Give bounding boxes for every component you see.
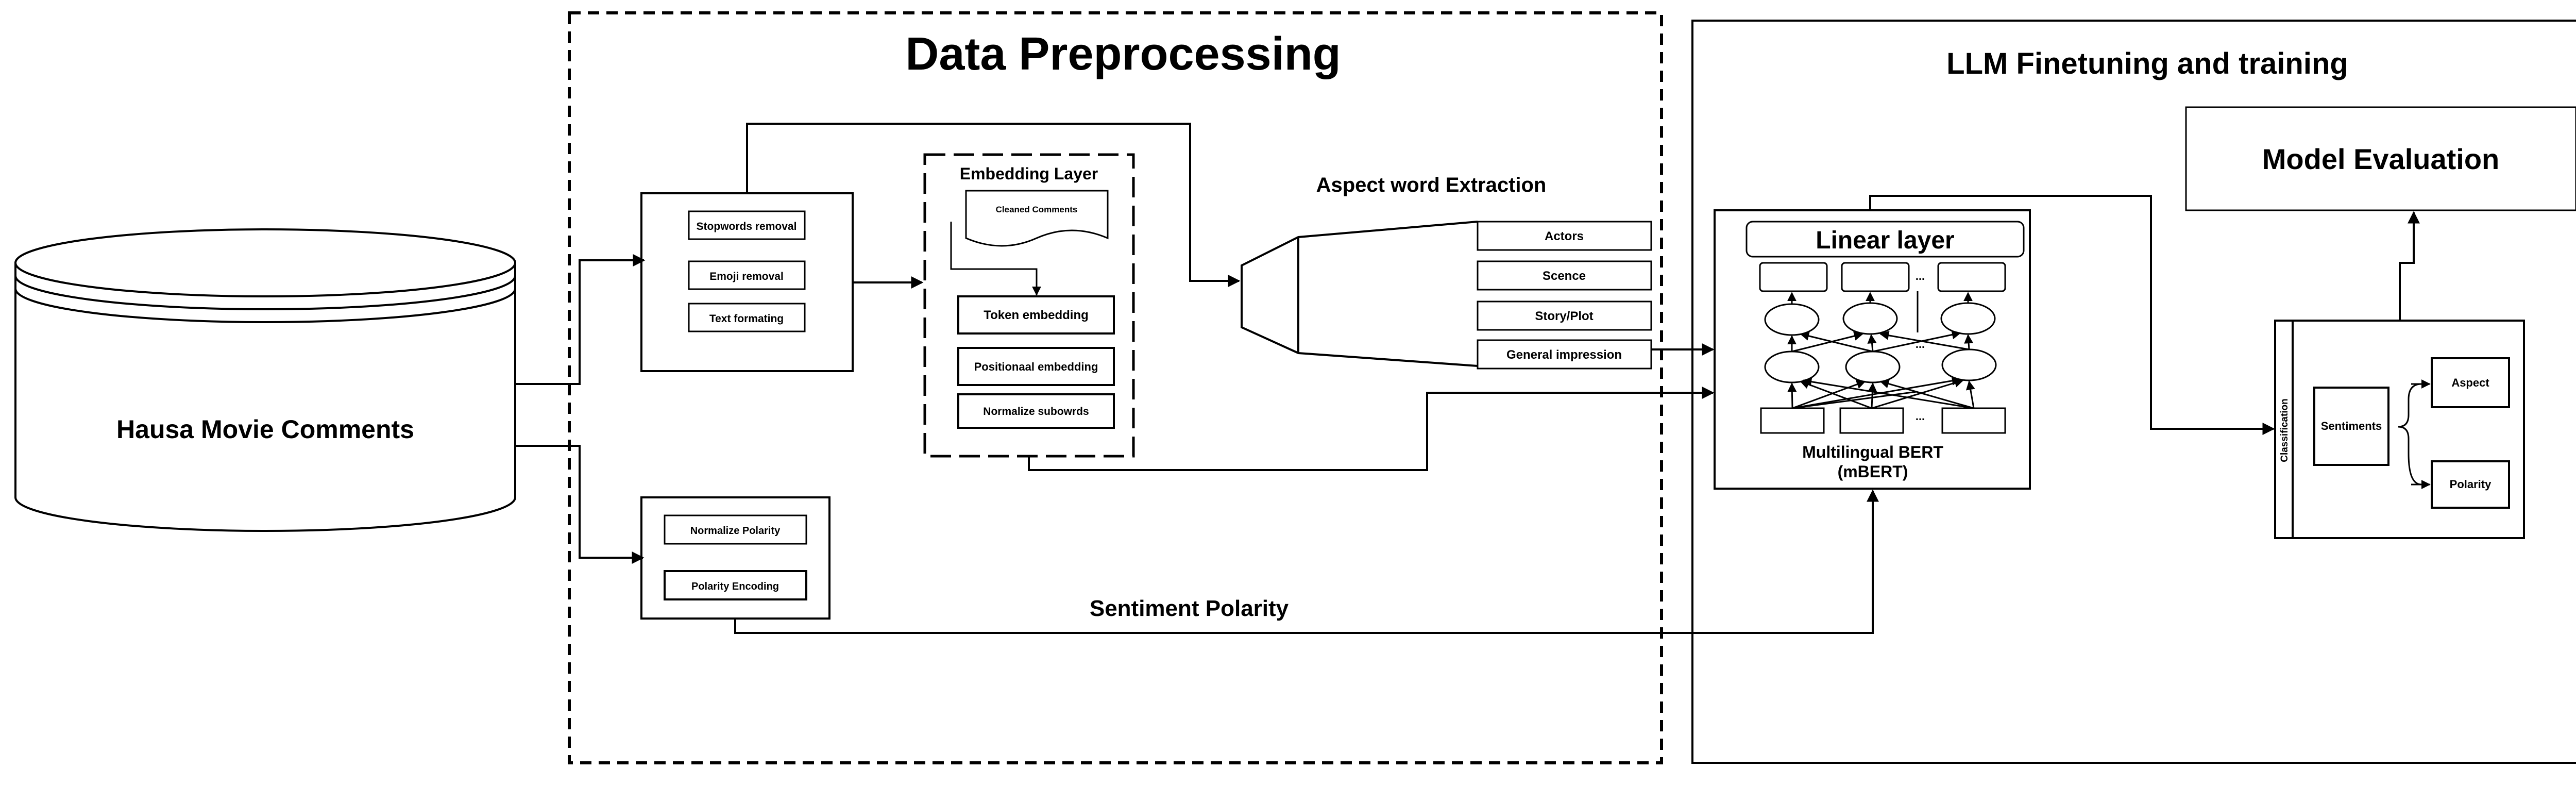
model-evaluation-title: Model Evaluation <box>2262 143 2500 175</box>
dataset-to-cleaning-arrow <box>515 254 646 385</box>
document-label: Cleaned Comments <box>996 205 1078 214</box>
embedding-step <box>957 295 1115 335</box>
mbert-label: (mBERT) <box>1838 462 1908 481</box>
neural-network-icon <box>1759 262 2006 434</box>
linear-layer <box>1745 221 2025 258</box>
sentiments-box <box>2313 387 2389 466</box>
document-to-token-arrow <box>950 222 1041 296</box>
sentiments-label: Sentiments <box>2321 420 2382 432</box>
embedding-layer-title: Embedding Layer <box>960 164 1098 183</box>
mbert-to-classification-arrow <box>1869 195 2275 435</box>
aspect-funnel <box>1241 221 1478 367</box>
aspect-item <box>1477 221 1652 251</box>
aspect-output-label: Aspect <box>2451 376 2489 389</box>
polarity-output-label: Polarity <box>2450 478 2492 491</box>
polarity-to-mbert-arrow <box>734 489 1879 634</box>
model-evaluation-box <box>2185 106 2576 211</box>
aspect-item-label: Scence <box>1543 269 1586 283</box>
polarity-step <box>664 570 807 600</box>
embedding-step <box>957 347 1115 386</box>
ellipsis: ... <box>1916 338 1925 350</box>
aspect-item-label: General impression <box>1506 348 1622 362</box>
aspect-output-box <box>2431 357 2510 408</box>
embedding-step <box>957 393 1115 429</box>
cleaning-step <box>688 303 806 332</box>
embedding-step-label: Normalize subowrds <box>983 406 1089 417</box>
cleaning-to-aspect-arrow <box>746 123 1241 287</box>
brace <box>2398 383 2422 486</box>
polarity-step-label: Normalize Polarity <box>690 525 781 537</box>
dataset-to-polarity-arrow <box>515 445 645 564</box>
aspect-item <box>1477 260 1652 291</box>
classification-to-evaluation-arrow <box>2399 211 2420 321</box>
cleaning-step-label: Text formating <box>709 313 784 325</box>
embedding-step-label: Positionaal embedding <box>974 360 1098 373</box>
ellipsis: ... <box>1916 270 1925 282</box>
embedding-step-label: Token embedding <box>984 308 1089 322</box>
document-shape <box>965 190 1109 247</box>
llm-title: LLM Finetuning and training <box>1946 47 2348 80</box>
aspect-extraction-title: Aspect word Extraction <box>1316 174 1547 196</box>
dataset-cylinder: Hausa Movie Comments <box>14 228 516 532</box>
embedding-to-mbert-arrow <box>1028 387 1715 471</box>
aspect-item-label: Story/Plot <box>1535 309 1593 323</box>
polarity-step <box>664 514 807 545</box>
preprocessing-title: Data Preprocessing <box>905 28 1341 80</box>
preprocessing-region <box>568 11 1663 764</box>
aspect-item <box>1477 300 1652 331</box>
classification-label: Classification <box>2279 398 2290 462</box>
cleaning-step <box>688 260 806 290</box>
dataset-label: Hausa Movie Comments <box>116 415 414 444</box>
cleaning-step-label: Stopwords removal <box>697 221 797 232</box>
cleaning-step-label: Emoji removal <box>709 271 784 282</box>
cleaning-step <box>688 210 806 240</box>
polarity-output-box <box>2431 460 2510 509</box>
aspect-item <box>1477 339 1652 370</box>
linear-layer-label: Linear layer <box>1816 227 1954 254</box>
ellipsis: ... <box>1916 410 1925 423</box>
mbert-label: Multilingual BERT <box>1802 443 1943 461</box>
aspect-item-label: Actors <box>1545 229 1584 243</box>
sentiment-polarity-label: Sentiment Polarity <box>1090 596 1289 621</box>
polarity-step-label: Polarity Encoding <box>691 581 779 592</box>
